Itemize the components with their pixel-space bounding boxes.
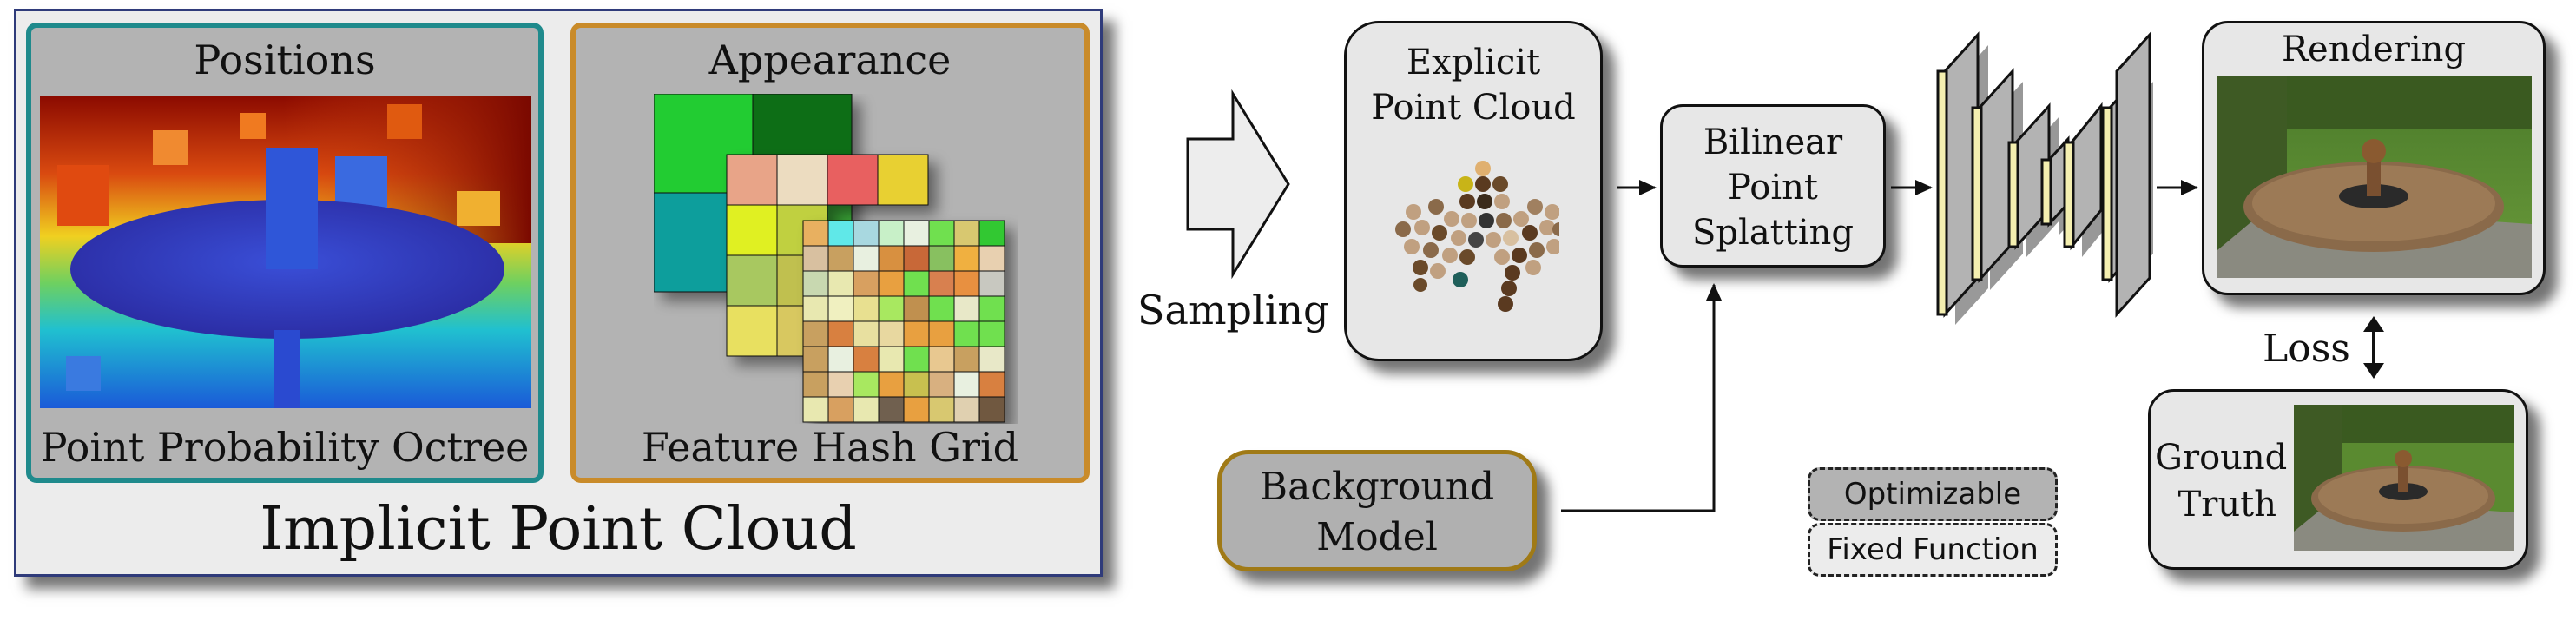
- splatting-line3: Splatting: [1692, 213, 1854, 253]
- ground-truth-label: Ground Truth: [2155, 434, 2288, 528]
- explicit-point-cloud-box: [1344, 21, 1603, 361]
- hash-grid-image: [654, 94, 1005, 423]
- appearance-panel: Appearance: [570, 23, 1090, 483]
- background-model-label: Background Model: [1217, 462, 1537, 563]
- explicit-label-line2: Point Cloud: [1371, 88, 1576, 128]
- depth-map-image: [40, 96, 531, 408]
- ground-truth-line1: Ground: [2155, 438, 2288, 478]
- explicit-label-line1: Explicit: [1406, 43, 1541, 83]
- sampling-label: Sampling: [1137, 287, 1329, 334]
- splatting-box: [1660, 104, 1886, 268]
- background-line1: Background: [1259, 465, 1495, 509]
- rendered-image: [2217, 76, 2532, 278]
- legend-fixed-function: Fixed Function: [1808, 523, 2058, 577]
- rendering-label: Rendering: [2281, 30, 2467, 69]
- splatting-label: Bilinear Point Splatting: [1660, 120, 1886, 255]
- ground-truth-line2: Truth: [2177, 485, 2276, 525]
- explicit-point-cloud-label: Explicit Point Cloud: [1344, 40, 1603, 130]
- appearance-subtitle: Feature Hash Grid: [641, 424, 1019, 471]
- positions-subtitle: Point Probability Octree: [40, 424, 530, 471]
- background-model-box: [1217, 450, 1537, 571]
- sampling-arrow: [1186, 89, 1290, 280]
- positions-panel: Positions: [26, 23, 544, 483]
- ground-truth-image: [2294, 405, 2514, 551]
- unet-network: [1936, 31, 2153, 325]
- splatting-line1: Bilinear: [1703, 122, 1843, 162]
- appearance-title: Appearance: [708, 36, 952, 83]
- positions-title: Positions: [194, 36, 376, 83]
- legend-optimizable: Optimizable: [1808, 467, 2058, 521]
- implicit-point-cloud-label: Implicit Point Cloud: [260, 495, 857, 564]
- point-cloud-dots: [1395, 161, 1559, 312]
- loss-label: Loss: [2263, 327, 2350, 371]
- splatting-line2: Point: [1727, 168, 1818, 208]
- background-line2: Model: [1316, 515, 1438, 559]
